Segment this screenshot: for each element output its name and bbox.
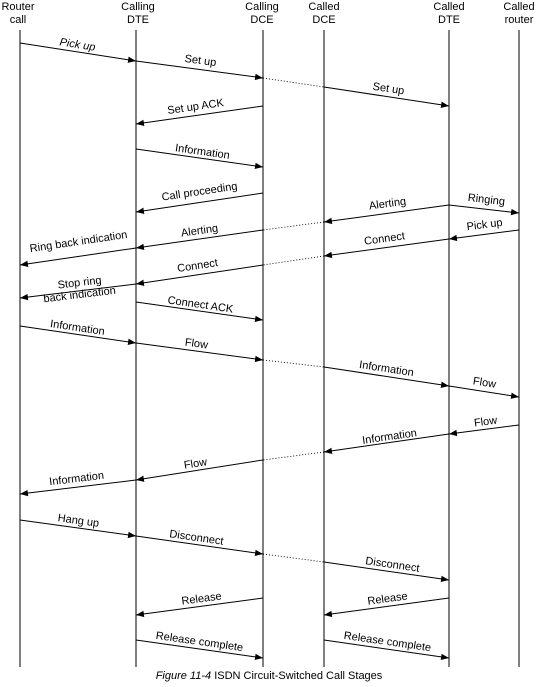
message-arrow-flow-2 xyxy=(448,385,520,399)
message-arrow-information-4 xyxy=(323,433,450,455)
message-label-information-5: Information xyxy=(49,470,105,489)
message-arrow-release-complete-2 xyxy=(323,639,450,661)
message-arrow-flow-1 xyxy=(135,342,264,363)
message-label-flow-2: Flow xyxy=(472,375,497,390)
message-label-flow-4: Flow xyxy=(183,456,208,471)
message-arrow-ring-back-indication xyxy=(19,247,137,268)
participant-called-dte-line-1: Called xyxy=(433,1,464,13)
message-arrow-disconnect-1 xyxy=(135,535,264,557)
message-arrow-call-proceeding xyxy=(135,192,264,214)
message-label-information-4: Information xyxy=(361,427,417,447)
dotted-connector-flow-4 xyxy=(262,451,325,461)
message-arrow-hang-up xyxy=(19,519,137,539)
participant-called-router-line-1: Called xyxy=(503,1,534,13)
message-arrow-connect-2 xyxy=(135,264,264,286)
message-label-flow-1: Flow xyxy=(184,337,209,352)
message-label-connect-ack: Connect ACK xyxy=(167,294,235,315)
message-label-ringing: Ringing xyxy=(467,192,505,208)
participant-called-dce-line-2: DCE xyxy=(312,14,335,26)
message-arrow-set-up-1 xyxy=(135,60,264,81)
message-label-release-complete-1: Release complete xyxy=(155,630,244,654)
participant-router-call-line-2: call xyxy=(10,14,27,26)
message-arrow-set-up-2 xyxy=(323,86,450,108)
message-label-call-proceeding: Call proceeding xyxy=(161,180,238,203)
participant-calling-dce-line-2: DCE xyxy=(250,14,273,26)
participant-calling-dte-line-1: Calling xyxy=(121,1,155,13)
message-label-flow-3: Flow xyxy=(473,415,498,430)
participant-router-call-line-1: Router xyxy=(1,1,34,13)
message-arrow-connect-ack xyxy=(135,301,264,323)
message-arrow-release-2 xyxy=(323,597,450,618)
dotted-connector-set-up-1 xyxy=(262,77,325,88)
message-arrow-flow-3 xyxy=(448,424,520,437)
message-arrow-flow-4 xyxy=(135,459,264,482)
participant-called-dce-line-1: Called xyxy=(308,1,339,13)
participant-calling-dte-line-2: DTE xyxy=(127,14,149,26)
participant-called-router-line-2: router xyxy=(505,14,534,26)
message-arrow-alerting-1 xyxy=(323,204,450,225)
dotted-connector-connect-2 xyxy=(262,255,325,266)
participant-called-dte-line-2: DTE xyxy=(438,14,460,26)
figure-caption: Figure 11-4 ISDN Circuit-Switched Call S… xyxy=(0,670,538,682)
message-label-hang-up: Hang up xyxy=(57,512,100,530)
message-arrow-information-1 xyxy=(135,148,264,170)
message-arrow-pick-up-2 xyxy=(448,229,520,242)
message-label-set-up-ack: Set up ACK xyxy=(167,97,226,117)
message-arrow-release-complete-1 xyxy=(135,639,264,661)
message-arrow-information-2 xyxy=(19,325,137,346)
figure-title: ISDN Circuit-Switched Call Stages xyxy=(214,670,383,682)
figure-number: Figure 11-4 xyxy=(155,670,212,682)
message-label-release-2: Release xyxy=(367,590,409,607)
message-arrow-connect-1 xyxy=(323,238,450,259)
message-arrow-alerting-2 xyxy=(135,229,264,251)
message-label-set-up-2: Set up xyxy=(372,81,405,98)
message-arrow-information-3 xyxy=(323,366,450,388)
dotted-connector-disconnect-1 xyxy=(262,553,325,563)
message-label-connect-1: Connect xyxy=(363,230,405,247)
message-label-release-complete-2: Release complete xyxy=(343,630,432,654)
message-arrow-stop-ring-back xyxy=(19,283,137,301)
message-arrow-set-up-ack xyxy=(135,105,264,127)
message-label-alerting-1: Alerting xyxy=(368,196,407,213)
message-arrow-disconnect-2 xyxy=(323,561,450,583)
dotted-connector-flow-1 xyxy=(262,359,325,368)
message-arrow-release-1 xyxy=(135,597,264,618)
message-label-set-up-1: Set up xyxy=(184,53,217,69)
message-label-stop-ring-back: Stop ring xyxy=(57,274,102,291)
message-arrow-ringing xyxy=(448,204,520,216)
message-label-release-1: Release xyxy=(181,590,223,607)
message-label-alerting-2: Alerting xyxy=(180,222,219,239)
participant-calling-dce-line-1: Calling xyxy=(245,1,279,13)
message-label-pick-up-2: Pick up xyxy=(466,217,503,234)
dotted-connector-alerting-2 xyxy=(262,221,325,231)
message-label-information-2: Information xyxy=(49,318,105,338)
message-arrow-information-5 xyxy=(19,479,137,497)
message-label-connect-2: Connect xyxy=(176,257,218,275)
message-arrow-pick-up-1 xyxy=(19,42,137,63)
message-label-pick-up-1: Pick up xyxy=(59,36,96,53)
